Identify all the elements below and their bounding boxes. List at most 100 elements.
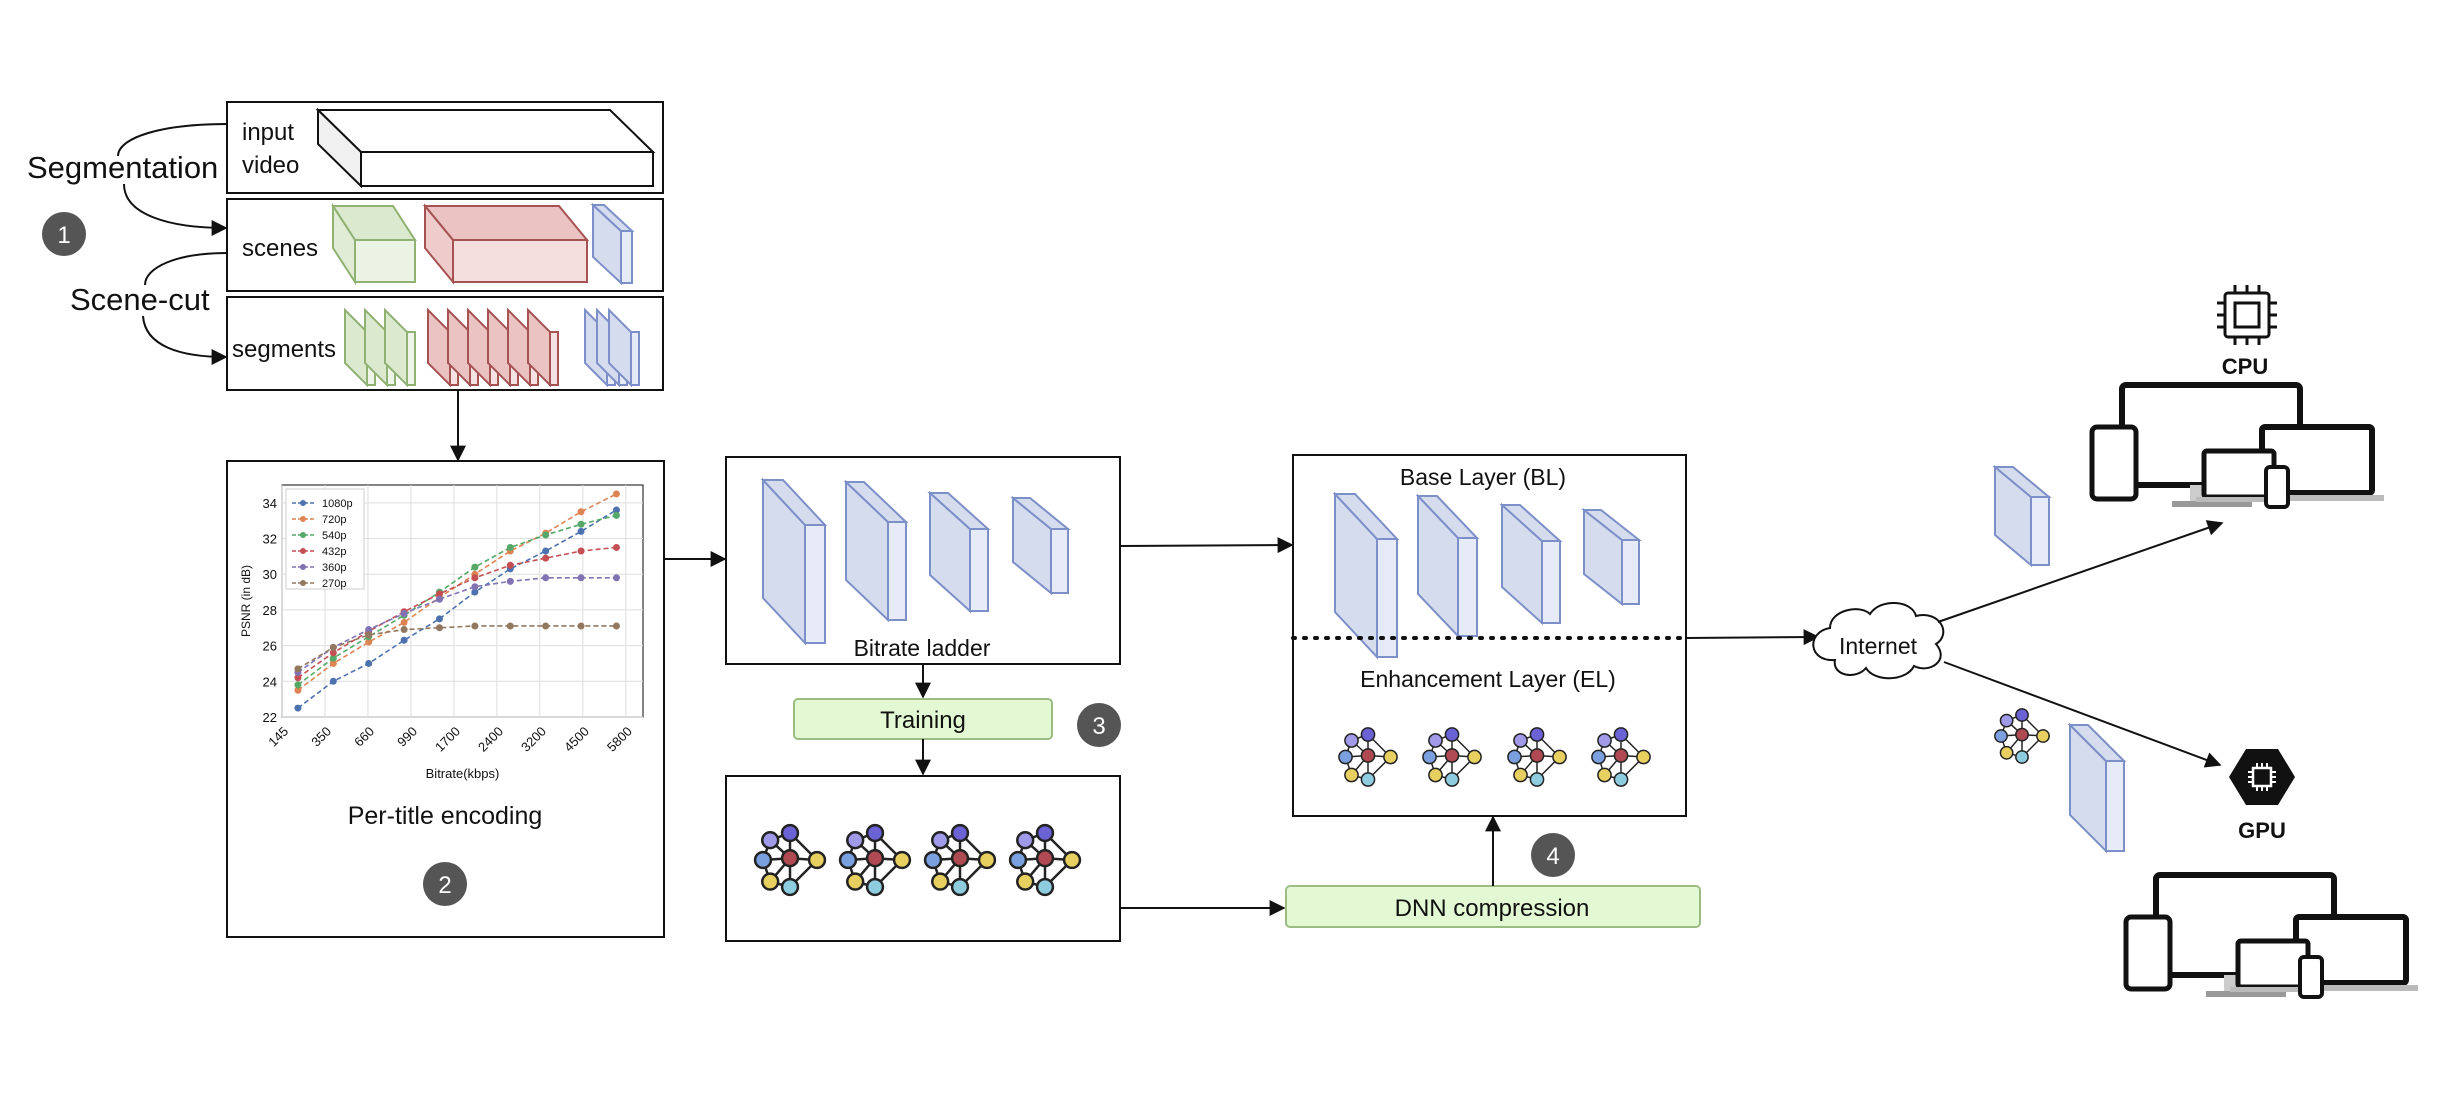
data-point (506, 577, 514, 585)
data-point (577, 574, 585, 582)
stream-model (1994, 708, 2050, 764)
nn-node (1444, 748, 1460, 763)
cpu-devices (2089, 382, 2384, 509)
scene-cut-arrow-bottom (142, 315, 228, 365)
nn-node (1529, 772, 1545, 787)
data-point (577, 527, 585, 535)
nn-node (1016, 831, 1035, 850)
nn-node (846, 872, 865, 891)
nn-node (1444, 727, 1460, 742)
data-point (329, 643, 337, 651)
base-block-1 (1332, 491, 1400, 660)
nn-node (1467, 749, 1482, 765)
segments-label: segments (232, 336, 336, 363)
segment-green-front (406, 331, 416, 386)
gpu-devices (2123, 872, 2418, 999)
data-point (294, 704, 302, 712)
data-point (294, 686, 302, 694)
nn-node (1636, 749, 1651, 765)
y-tick-label: 28 (263, 603, 277, 618)
internet-cloud: Internet (1812, 601, 1945, 680)
nn-node (950, 877, 970, 897)
data-point (435, 615, 443, 623)
nn-node (1360, 772, 1376, 787)
enhancement-layer-label: Enhancement Layer (EL) (1360, 666, 1616, 692)
data-point (365, 626, 373, 634)
data-point (577, 547, 585, 555)
data-point (329, 649, 337, 657)
data-point (542, 554, 550, 562)
nn-node (1513, 733, 1528, 748)
nn-node (761, 872, 780, 891)
data-point (435, 590, 443, 598)
y-tick-label: 26 (263, 639, 277, 654)
data-point (612, 543, 620, 551)
nn-node (1344, 733, 1359, 748)
device-cluster (2123, 872, 2418, 999)
nn-node (1360, 748, 1376, 763)
cpu-label: CPU (2222, 354, 2268, 379)
nn-node (780, 849, 800, 868)
layers-panel: Base Layer (BL) Enhancement Layer (EL) (1291, 454, 1688, 817)
data-point (329, 659, 337, 667)
data-point (471, 583, 479, 591)
input-video-label-line1: input (242, 119, 294, 146)
step-badge-2 (423, 862, 467, 906)
tablet (2123, 914, 2173, 992)
nn-node (1513, 767, 1528, 783)
data-point (471, 622, 479, 630)
data-point (506, 622, 514, 630)
data-point (400, 618, 408, 626)
monitor-base (2172, 501, 2252, 507)
scene-block-red (422, 203, 590, 285)
small-laptop (2201, 448, 2277, 500)
ladder-blocks (760, 477, 1071, 646)
nn-node (1597, 767, 1612, 783)
data-point (612, 574, 620, 582)
base-layer-blocks (1332, 491, 1642, 660)
data-point (329, 677, 337, 685)
data-point (329, 654, 337, 662)
nn-node (977, 850, 997, 870)
training-label: Training (880, 707, 966, 734)
nn-node (1360, 727, 1376, 742)
data-point (365, 638, 373, 646)
nn-node (1422, 749, 1437, 765)
data-point (471, 563, 479, 571)
data-point (577, 520, 585, 528)
segmentation-arrow-top (117, 123, 228, 157)
data-point (365, 659, 373, 667)
legend-box (285, 488, 365, 590)
nn-node (2015, 727, 2029, 742)
el-model-4 (1591, 727, 1651, 787)
series-line (297, 625, 617, 670)
nn-node (1062, 850, 1082, 870)
nn-node (1597, 733, 1612, 748)
legend-swatch-dot (300, 516, 306, 522)
nn-node (923, 850, 943, 870)
nn-node (865, 823, 885, 843)
nn-node (1613, 772, 1629, 787)
el-model-3 (1507, 727, 1567, 787)
nn-node (1035, 877, 1055, 897)
input-video-label-line2: video (242, 152, 299, 179)
step-badge-4-label: 4 (1546, 843, 1559, 870)
nn-node (1008, 850, 1028, 870)
nn-node (1035, 849, 1055, 868)
step-badge-3-label: 3 (1092, 713, 1105, 740)
nn-node (1383, 749, 1398, 765)
scene-blocks (331, 202, 635, 286)
nn-node (1994, 729, 2008, 743)
data-point (577, 622, 585, 630)
series-line (297, 509, 617, 709)
bitrate-ladder-panel: Bitrate ladder (725, 456, 1121, 665)
step-badge-3 (1077, 703, 1121, 747)
internet-to-cpu-arrow (1937, 520, 2224, 623)
trained-models (753, 823, 1082, 897)
series-432p (294, 543, 620, 682)
nn-node (838, 850, 858, 870)
nn-node (807, 850, 827, 870)
y-tick-label: 24 (263, 674, 277, 689)
ladder-block-2 (843, 479, 909, 623)
